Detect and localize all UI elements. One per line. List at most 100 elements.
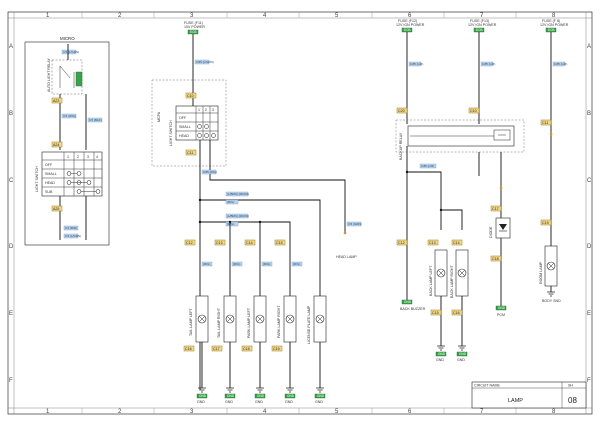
fuse-subtitle: 10V POWER	[184, 25, 205, 29]
drawing-border	[7, 11, 593, 415]
park-lamp-left: PARK LAMP LEFT	[247, 295, 267, 343]
grid-row-label: D	[587, 244, 592, 250]
mcpa-header-cell: 1	[198, 108, 200, 112]
wire-tag: 0.85 (R/G)	[203, 170, 217, 174]
lamp-label: PARK LAMP RIGHT	[277, 305, 281, 338]
head-lamp-label: HEAD LAMP	[336, 255, 357, 259]
mcpa-row-label: HEAD	[179, 134, 189, 138]
mcpa-header-cell: 3	[212, 108, 214, 112]
fuse-f13: FUSE (F13) 12V IGN POWER ECB	[468, 19, 497, 33]
connector-label: A25	[53, 207, 59, 211]
grid-row-label: F	[587, 378, 591, 384]
ground-tag: GND	[438, 352, 446, 356]
grid-columns-bottom: 1 2 3 4 5 6 7 8	[46, 409, 556, 415]
pcm-label: PCM	[497, 313, 505, 317]
switch-row-label: SMALL	[45, 172, 57, 176]
park-lamp-right: PARK LAMP RIGHT	[277, 295, 297, 343]
ground-tag: GND	[404, 300, 412, 304]
connector-label: C13	[429, 241, 436, 245]
wire-tag: (R/G)	[293, 262, 300, 266]
micro-wire-tag: 0.5 (BLK)	[89, 118, 102, 122]
connector-label: C10	[187, 94, 194, 98]
back-buzzer-label: BACK BUZZER	[400, 307, 426, 311]
wire-tag: (R/G)	[203, 262, 210, 266]
diode: DIODE	[489, 217, 511, 239]
connector-label: C16	[185, 347, 192, 351]
fuse-tag: ECB	[190, 30, 197, 34]
grid-col-label: 1	[46, 13, 50, 19]
micro-wire-tag: 0.5 (B/R)	[65, 226, 77, 230]
ground-tag: GND	[227, 394, 235, 398]
grid-row-label: B	[587, 111, 591, 117]
mcpa-header-cell: 2	[205, 108, 207, 112]
connector-label: C11	[542, 121, 548, 125]
micro-light-switch-table: LIGHT SWITCH 1 2 3 4 OFF SMALL HEAD SUB	[35, 151, 103, 197]
micro-wire-tag: 0.5 (L/GRN)	[65, 234, 81, 238]
fuse-f12: FUSE (F12) 12V IGN POWER ECB	[396, 19, 425, 33]
micro-box	[24, 41, 110, 246]
circuit-name: LAMP	[508, 398, 523, 404]
fuse-f11: FUSE (F11) 10V POWER ECB	[184, 21, 205, 35]
back-lamp-left: BACK LAMP LEFT	[429, 249, 448, 297]
grid-row-label: D	[9, 244, 14, 250]
grid-col-label: 4	[263, 13, 267, 19]
grid-row-label: A	[587, 44, 591, 50]
mcpa-switch: MCPA LIGHT SWITCH 1 2 3 OFF SMALL HEAD	[157, 105, 219, 146]
sheet-label: SH	[568, 384, 573, 388]
grid-row-label: E	[9, 311, 13, 317]
fuse-title: FUSE (F13)	[470, 19, 489, 23]
back-lamp-right: BACK LAMP RIGHT	[450, 249, 469, 298]
connector-label: C19	[542, 221, 549, 225]
wire-tag: (R/G)	[263, 262, 270, 266]
room-lamp: C19 ROOM LAMP BODY SND	[539, 132, 561, 303]
grid-col-label: 1	[46, 409, 50, 415]
fuse-subtitle: 12V IGN POWER	[468, 23, 497, 27]
connector-label: C17	[213, 347, 220, 351]
tail-lamp-left: TAIL LAMP LEFT	[189, 295, 209, 343]
grid-col-label: 2	[118, 13, 122, 19]
grid-col-label: 8	[552, 13, 556, 19]
body-ground-label: BODY SND	[542, 299, 561, 303]
wire-tag: 0.85 (L/R)	[482, 62, 495, 66]
wire-tag: 0.85 (L/GRN)	[196, 60, 214, 64]
wire-tag: (R/G)	[233, 262, 240, 266]
micro-title: MICRO	[60, 36, 75, 41]
ground-tag: GND	[199, 394, 207, 398]
grid-col-label: 3	[190, 13, 194, 19]
switch-row-label: SUB	[45, 190, 53, 194]
mcpa-switch-name: LIGHT SWITCH	[169, 120, 173, 146]
tail-lamp-right: TAIL LAMP RIGHT	[217, 295, 237, 343]
fuse-title: FUSE (F12)	[398, 19, 417, 23]
ground-label: GND	[225, 400, 233, 404]
connector-label: C17	[492, 207, 499, 211]
backup-relay-label: BACKUP RELAY	[399, 132, 403, 160]
auto-light-relay-label: AUTO LIGHT RELAY	[47, 57, 51, 92]
grid-col-label: 7	[480, 409, 484, 415]
ground-symbols	[198, 387, 324, 393]
micro-light-switch-label: LIGHT SWITCH	[35, 166, 39, 192]
connector-label: C12	[398, 241, 405, 245]
micro-wire-tag: 0.5 (W/G)	[63, 114, 76, 118]
wire-tag: 0.85 (L/R)	[410, 62, 423, 66]
wire-tag: 0.5 (GRN)	[348, 222, 362, 226]
mcpa-row-label: OFF	[179, 116, 187, 120]
connector-label: C15	[432, 311, 439, 315]
ground-label: GND	[315, 400, 323, 404]
grid-row-label: A	[9, 44, 13, 50]
wire-tag: 0.85 (L/R)	[554, 62, 567, 66]
grid-col-label: 4	[263, 409, 267, 415]
wire-tag: 0.85 (L/R)	[421, 164, 434, 168]
ground-tag: GND	[317, 394, 325, 398]
sheet-number: 08	[568, 396, 577, 405]
room-lamp-label: ROOM LAMP	[539, 261, 543, 284]
grid-row-label: E	[587, 311, 591, 317]
fuse-f8: FUSE (F 8) 12V IGN POWER ECB	[540, 19, 569, 33]
ground-label: GND	[436, 358, 444, 362]
mcpa-row-label: SMALL	[179, 125, 191, 129]
fuse-subtitle: 12V IGN POWER	[540, 23, 569, 27]
switch-row-label: HEAD	[45, 181, 55, 185]
ground-label: GND	[255, 400, 263, 404]
connector-label: A24	[53, 143, 59, 147]
grid-col-label: 5	[335, 13, 339, 19]
